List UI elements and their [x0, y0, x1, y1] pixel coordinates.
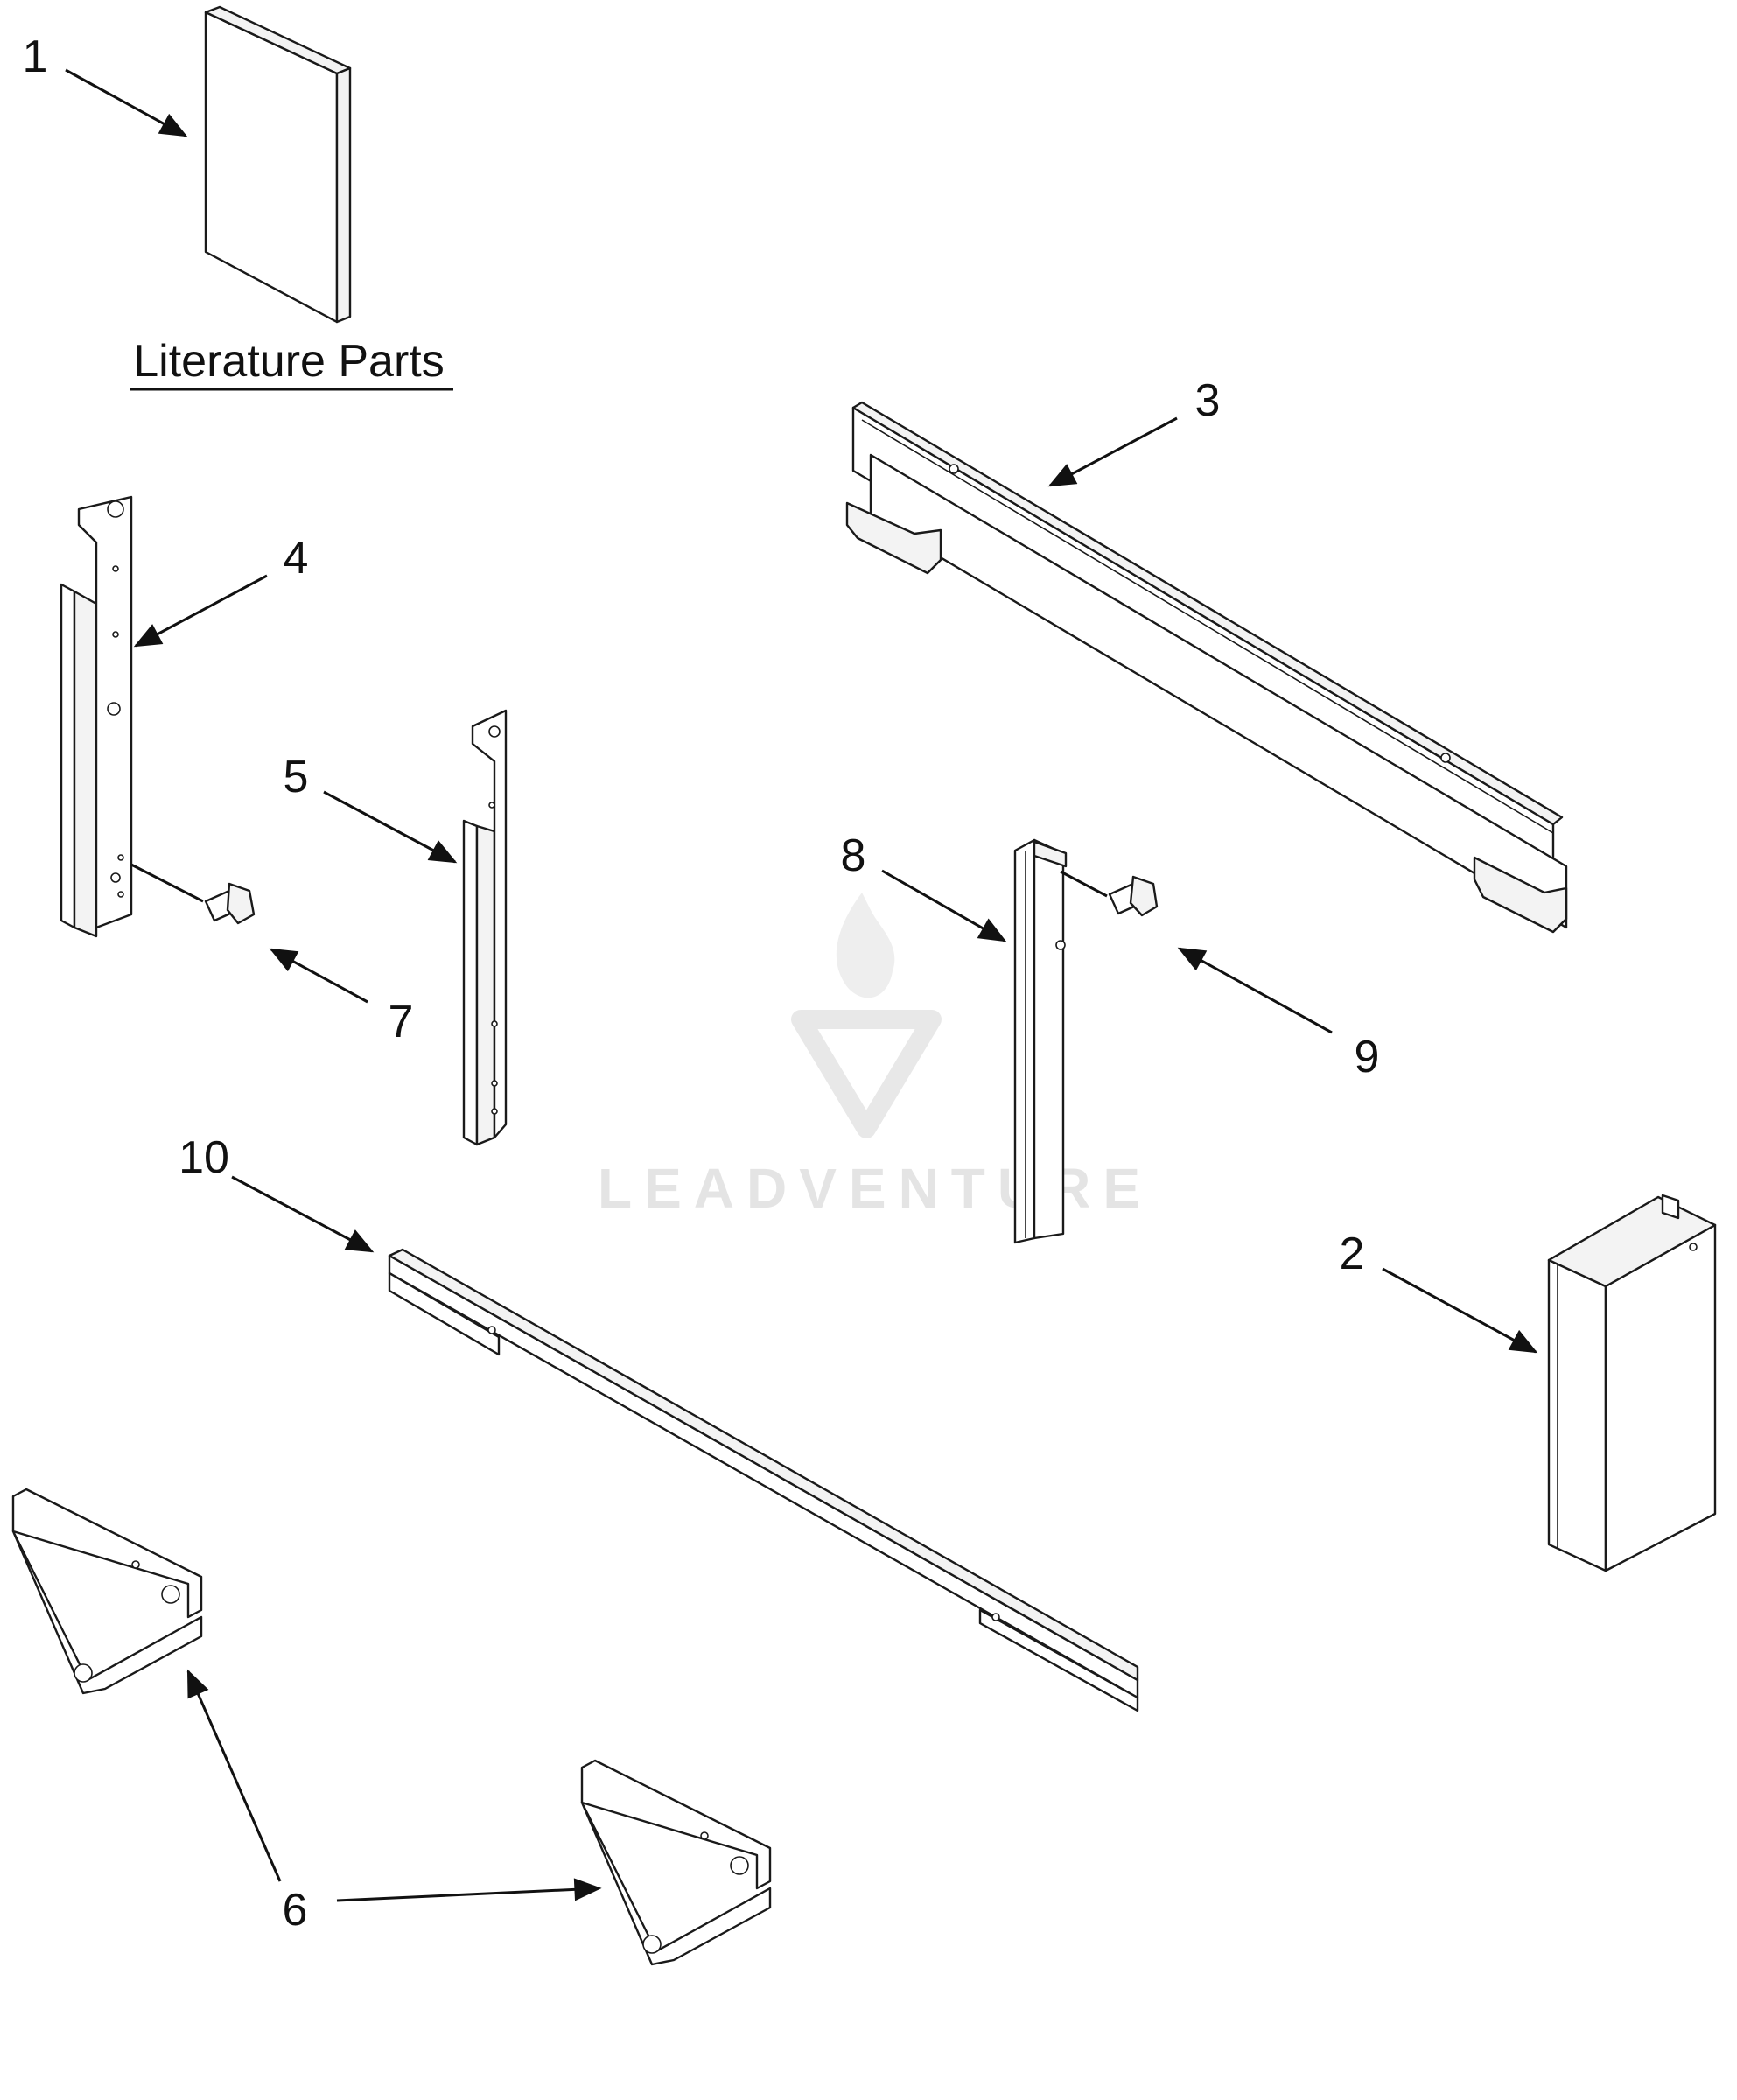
literature-booklet-part [204, 5, 352, 324]
leader-7 [269, 948, 368, 1004]
callout-7: 7 [389, 997, 414, 1047]
leader-4 [133, 574, 268, 648]
leader-6b [336, 1878, 602, 1902]
leader-2 [1382, 1267, 1538, 1354]
callout-1: 1 [23, 32, 48, 82]
literature-parts-heading: Literature Parts [133, 336, 445, 387]
middle-rail-part [462, 709, 508, 1146]
screw-part-7 [130, 863, 256, 925]
callout-5: 5 [284, 752, 309, 802]
screw-part-9 [1060, 870, 1159, 917]
lower-channel-part [388, 1248, 1139, 1712]
callout-8: 8 [841, 830, 866, 881]
bracket-part-6a [11, 1488, 203, 1695]
callout-leaders [65, 68, 1538, 1902]
leader-5 [323, 790, 458, 864]
leader-8 [881, 869, 1007, 942]
bracket-part-6b [580, 1759, 772, 1966]
leader-10 [231, 1175, 375, 1253]
leader-9 [1177, 947, 1333, 1034]
callout-10: 10 [179, 1132, 229, 1183]
callout-4: 4 [284, 533, 309, 584]
center-upright-part [1013, 838, 1068, 1244]
leader-3 [1047, 416, 1178, 487]
callout-2: 2 [1340, 1228, 1365, 1279]
left-rail-part [60, 495, 133, 938]
watermark-text: LEADVENTURE [598, 1157, 1152, 1220]
callout-3: 3 [1195, 375, 1221, 426]
box-enclosure-part [1547, 1194, 1717, 1572]
leader-6a [186, 1669, 282, 1882]
top-brace-part [845, 401, 1568, 934]
callout-6: 6 [283, 1885, 308, 1936]
callout-9: 9 [1355, 1032, 1380, 1082]
watermark-logo [791, 892, 942, 1138]
leader-1 [65, 68, 188, 137]
